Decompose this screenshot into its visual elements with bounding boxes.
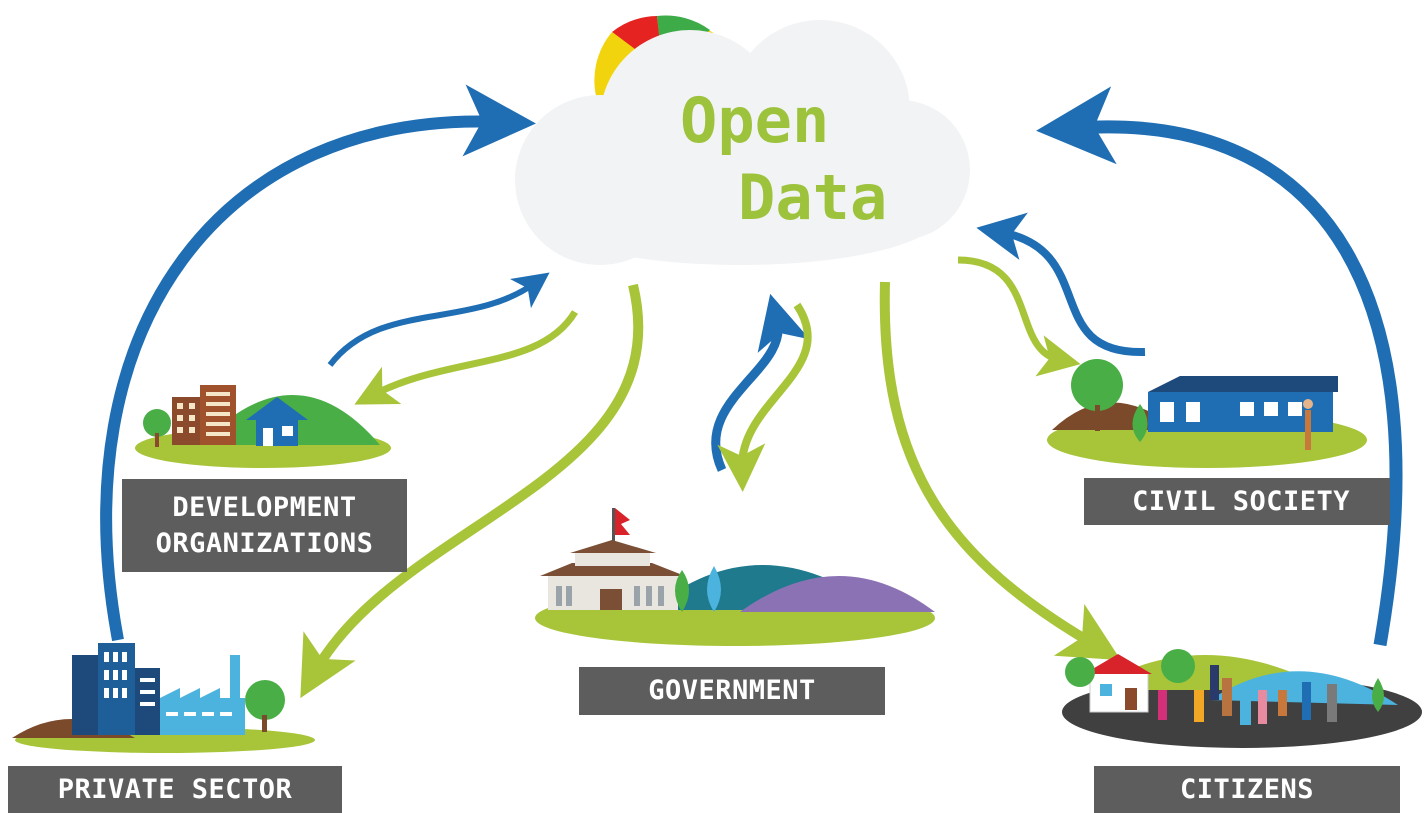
civil-society-scene: [1047, 359, 1367, 468]
cloud-shape: [515, 20, 970, 265]
government-scene: [535, 508, 935, 646]
civil-society-label: CIVIL SOCIETY: [1084, 478, 1390, 525]
blue-arrow-citizens-to-data: [1036, 86, 1403, 647]
green-arrow-data-to-citizens: [879, 281, 1121, 661]
citizens-label: CITIZENS: [1094, 766, 1400, 813]
development-scene: [135, 385, 391, 468]
green-arrow-data-to-gov: [717, 302, 812, 492]
government-label: GOVERNMENT: [579, 667, 885, 715]
citizens-scene: [1062, 649, 1422, 748]
blue-arrow-dev-to-data: [327, 272, 550, 367]
blue-arrow-civil-to-data: [976, 212, 1146, 357]
blue-arrow-gov-to-data: [711, 293, 810, 472]
development-label-line2: ORGANIZATIONS: [155, 527, 374, 559]
green-arrow-data-to-civil: [957, 256, 1081, 377]
development-label-line1: DEVELOPMENT: [172, 491, 357, 523]
private-sector-scene: [12, 643, 315, 753]
green-arrow-data-to-private: [300, 283, 644, 699]
green-arrow-data-to-dev: [354, 310, 578, 405]
development-organizations-label: DEVELOPMENT ORGANIZATIONS: [122, 479, 407, 572]
cloud-title-line2: Data: [738, 161, 888, 234]
cloud-title-line1: Open: [680, 84, 830, 157]
blue-arrow-private-to-data: [100, 84, 536, 642]
private-sector-label: PRIVATE SECTOR: [8, 766, 342, 813]
